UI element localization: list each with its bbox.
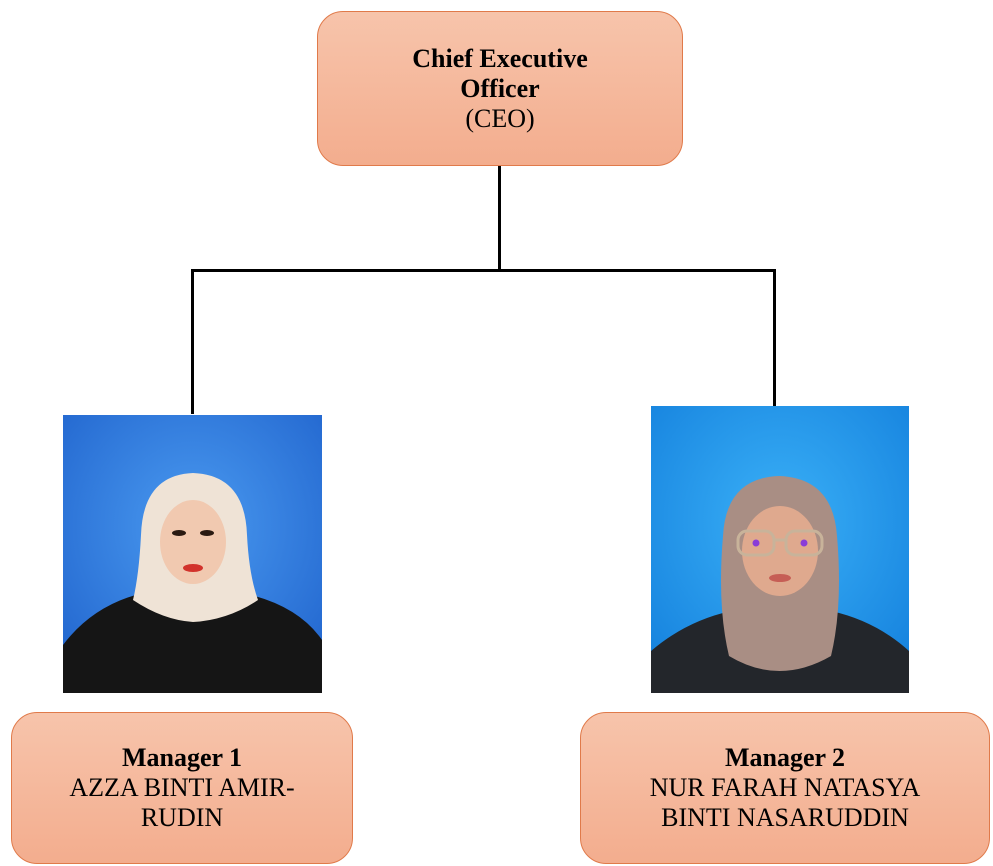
manager-1-name-line2: RUDIN <box>140 803 224 832</box>
connector-left-vertical <box>191 269 194 414</box>
manager-1-name-line1: AZZA BINTI AMIR- <box>69 773 295 802</box>
ceo-box: Chief Executive Officer (CEO) <box>317 11 683 166</box>
manager-1-box: Manager 1 AZZA BINTI AMIR- RUDIN <box>11 712 353 864</box>
ceo-title-line1: Chief Executive <box>412 43 588 73</box>
manager-2-title: Manager 2 <box>724 743 846 772</box>
manager-2-name-line1: NUR FARAH NATASYA <box>649 773 921 802</box>
ceo-abbreviation: (CEO) <box>465 103 535 133</box>
manager-2-name-line2: BINTI NASARUDDIN <box>661 803 909 832</box>
manager-1-photo <box>63 415 322 693</box>
connector-horizontal <box>191 269 776 272</box>
connector-right-vertical <box>773 269 776 407</box>
manager-1-title: Manager 1 <box>121 743 243 772</box>
manager-2-box: Manager 2 NUR FARAH NATASYA BINTI NASARU… <box>580 712 990 864</box>
ceo-title-line2: Officer <box>460 73 540 103</box>
connector-ceo-vertical <box>498 166 501 271</box>
manager-2-photo <box>651 406 909 693</box>
